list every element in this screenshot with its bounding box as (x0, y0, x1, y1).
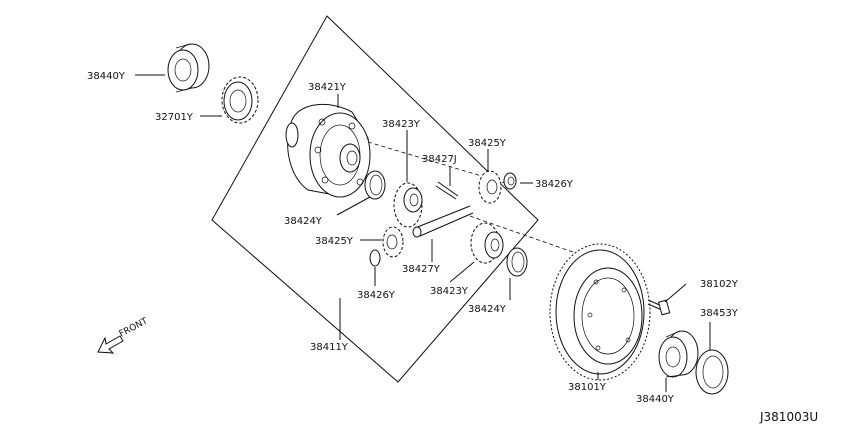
pinion-38425-right (478, 170, 502, 204)
label-38424-left: 38424Y (284, 216, 323, 227)
label-38427j: 38427J (422, 154, 457, 165)
front-label: FRONT (118, 316, 150, 339)
label-38426-left: 38426Y (357, 290, 396, 301)
ring-gear-38101 (549, 243, 651, 381)
label-38423-bottom: 38423Y (430, 286, 469, 297)
washer-38426-right (503, 172, 517, 190)
label-38427: 38427Y (402, 264, 441, 275)
label-38424-right: 38424Y (468, 304, 507, 315)
diagram-code: J381003U (759, 410, 818, 424)
label-38440-top: 38440Y (87, 71, 126, 82)
leader-lines (135, 74, 711, 392)
label-38426-right: 38426Y (535, 179, 574, 190)
label-38101: 38101Y (568, 382, 607, 393)
bolt-38102 (647, 299, 671, 316)
label-38453: 38453Y (700, 308, 739, 319)
label-38425-left: 38425Y (315, 236, 354, 247)
side-gear-38423-top (393, 182, 423, 228)
bearing-38440-bottom (658, 330, 699, 378)
gear-32701 (221, 76, 259, 124)
front-arrow-icon (97, 335, 124, 354)
axis-line-lower (469, 215, 591, 259)
shaft-38427 (412, 205, 474, 238)
assembly-frame (211, 15, 539, 383)
label-32701: 32701Y (155, 112, 194, 123)
pin-38427j (437, 181, 459, 197)
label-38425-right: 38425Y (468, 138, 507, 149)
label-38423-top: 38423Y (382, 119, 421, 130)
label-38421: 38421Y (308, 82, 347, 93)
label-38102: 38102Y (700, 279, 739, 290)
label-38411: 38411Y (310, 342, 349, 353)
label-38440-bottom: 38440Y (636, 394, 675, 405)
washer-38426-left (369, 249, 381, 267)
pinion-38425-left (382, 226, 404, 258)
differential-case-38421 (285, 103, 371, 198)
side-gear-38423-bottom (470, 222, 504, 264)
bearing-38440-top (167, 43, 210, 93)
